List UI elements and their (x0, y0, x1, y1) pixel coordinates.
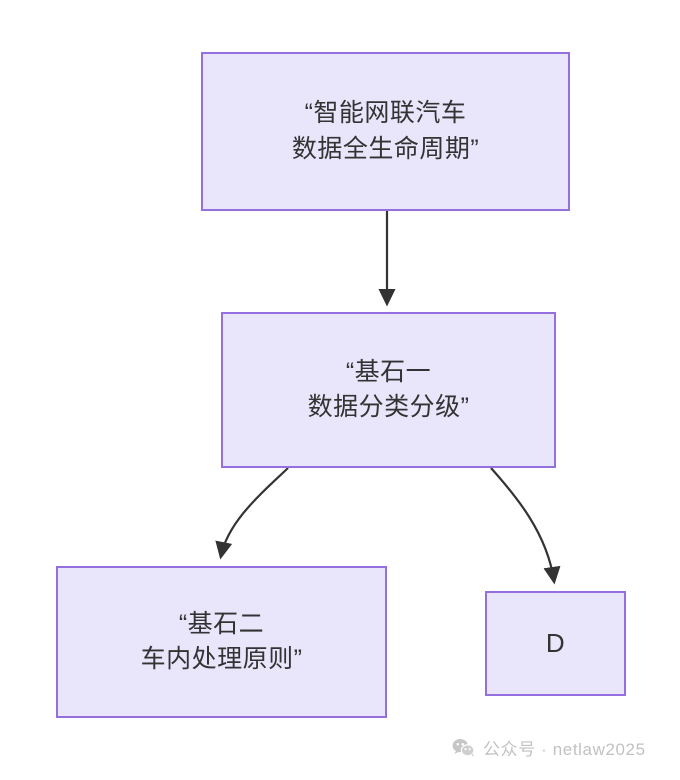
pillar-one-node[interactable]: “基石一 数据分类分级” (221, 312, 556, 468)
root-node[interactable]: “智能网联汽车 数据全生命周期” (201, 52, 570, 211)
pillar-one-node-line-2: 数据分类分级” (307, 393, 470, 421)
edge-pillar-one-to-d (490, 467, 561, 585)
pillar-one-node-line-1: “基石一 (345, 357, 432, 386)
pillar-two-node-line-1: “基石二 (178, 609, 265, 638)
pillar-two-node-line-2: 车内处理原则” (140, 645, 303, 673)
watermark: 公众号 · netlaw2025 (452, 735, 646, 760)
d-node-label: D (545, 628, 566, 659)
pillar-two-node[interactable]: “基石二 车内处理原则” (56, 566, 387, 718)
edge-pillar-one-to-pillar-two (215, 467, 289, 560)
watermark-text: 公众号 · netlaw2025 (483, 740, 646, 759)
d-node[interactable]: D (485, 591, 626, 696)
wechat-icon (452, 738, 475, 757)
root-node-line-1: “智能网联汽车 (304, 99, 467, 127)
root-node-line-2: 数据全生命周期” (291, 134, 480, 163)
